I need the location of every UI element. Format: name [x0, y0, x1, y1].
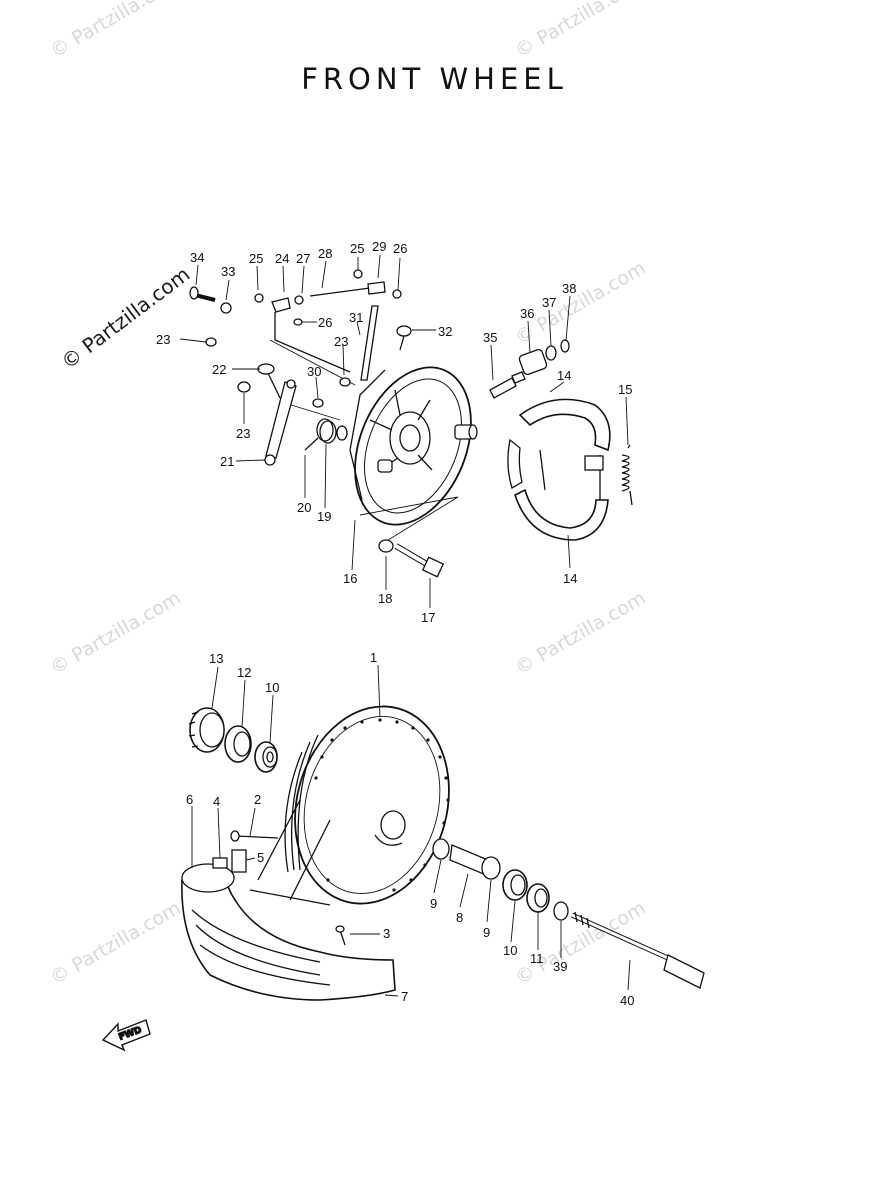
brake-arm-21 — [264, 379, 297, 466]
callout-17: 17 — [421, 610, 435, 625]
callout-24: 24 — [275, 251, 289, 266]
nut-23-b — [237, 381, 251, 393]
callout-labels: 34 33 25 24 27 28 25 29 26 26 31 32 23 2… — [156, 239, 634, 1008]
brake-panel-assembly — [189, 269, 633, 578]
callout-11: 11 — [530, 951, 544, 966]
callout-37: 37 — [542, 295, 556, 310]
watermark-4: © Partzilla.com — [47, 587, 185, 679]
callout-25-a: 25 — [249, 251, 263, 266]
bolt-22 — [257, 363, 281, 399]
callout-6: 6 — [186, 792, 193, 807]
reference-lines — [269, 339, 459, 546]
callout-13: 13 — [209, 651, 223, 666]
brake-panel-16 — [349, 366, 478, 526]
callout-9-b: 9 — [483, 925, 490, 940]
hub-rivets — [314, 718, 450, 892]
watermark-3: © Partzilla.com — [512, 257, 650, 349]
brake-cam-17 — [378, 539, 445, 578]
brake-shoes-14 — [507, 398, 611, 541]
return-springs-19-20 — [304, 398, 348, 451]
clamp-4 — [212, 857, 228, 869]
wheel-hub-assembly: FWD — [101, 705, 705, 1052]
callout-15: 15 — [618, 382, 632, 397]
callout-33: 33 — [221, 264, 235, 279]
callout-21: 21 — [220, 454, 234, 469]
callout-31: 31 — [349, 310, 363, 325]
callout-8: 8 — [456, 910, 463, 925]
bolt-34 — [189, 286, 232, 314]
callout-38: 38 — [562, 281, 576, 296]
callout-1: 1 — [370, 650, 377, 665]
bearing-10-left — [254, 741, 278, 773]
watermark-1: © Partzilla.com — [47, 0, 185, 62]
nut-23-c — [339, 377, 351, 387]
lever-31 — [360, 305, 379, 381]
diagram-title: FRONT WHEEL — [301, 62, 568, 96]
bolt-2 — [235, 835, 279, 839]
callout-7: 7 — [401, 989, 408, 1004]
callout-28: 28 — [318, 246, 332, 261]
watermark-main: © Partzilla.com — [57, 262, 195, 374]
callout-14-b: 14 — [563, 571, 577, 586]
callout-2: 2 — [254, 792, 261, 807]
bracket-5 — [231, 849, 247, 873]
callout-26-b: 26 — [318, 315, 332, 330]
callout-30: 30 — [307, 364, 321, 379]
bolt-32 — [396, 325, 412, 351]
axle-spacers — [432, 838, 569, 921]
speedo-drive-35-38 — [489, 339, 570, 399]
fwd-arrow: FWD — [101, 1019, 151, 1052]
callout-9-a: 9 — [430, 896, 437, 911]
return-spring-15 — [621, 444, 633, 506]
speedo-gear-13 — [188, 707, 225, 753]
callout-27: 27 — [296, 251, 310, 266]
oil-seal-12 — [224, 725, 252, 763]
callout-18: 18 — [378, 591, 392, 606]
callout-20: 20 — [297, 500, 311, 515]
callout-22: 22 — [212, 362, 226, 377]
callout-3: 3 — [383, 926, 390, 941]
adjuster-rod-24-29 — [254, 269, 402, 373]
callout-39: 39 — [553, 959, 567, 974]
callout-36: 36 — [520, 306, 534, 321]
callout-10-b: 10 — [503, 943, 517, 958]
callout-34: 34 — [190, 250, 204, 265]
callout-25-b: 25 — [350, 241, 364, 256]
watermark-5: © Partzilla.com — [512, 587, 650, 679]
axle-40 — [570, 911, 705, 989]
callout-32: 32 — [438, 324, 452, 339]
callout-5: 5 — [257, 850, 264, 865]
fender-6-7 — [181, 799, 396, 1001]
callout-10-a: 10 — [265, 680, 279, 695]
callout-35: 35 — [483, 330, 497, 345]
callout-23-a: 23 — [156, 332, 170, 347]
callout-14-a: 14 — [557, 368, 571, 383]
callout-4: 4 — [213, 794, 220, 809]
callout-19: 19 — [317, 509, 331, 524]
watermark-6: © Partzilla.com — [47, 897, 185, 989]
callout-40: 40 — [620, 993, 634, 1008]
callout-23-b: 23 — [334, 334, 348, 349]
leader-lines — [179, 254, 631, 997]
callout-26-a: 26 — [393, 241, 407, 256]
callout-12: 12 — [237, 665, 251, 680]
wheel-hub-1 — [284, 705, 450, 905]
callout-16: 16 — [343, 571, 357, 586]
bolt-2-head — [230, 830, 240, 842]
callout-29: 29 — [372, 239, 386, 254]
screw-3 — [335, 925, 346, 946]
watermark-2: © Partzilla.com — [512, 0, 650, 62]
callout-23-c: 23 — [236, 426, 250, 441]
nut-23-a — [205, 337, 217, 347]
